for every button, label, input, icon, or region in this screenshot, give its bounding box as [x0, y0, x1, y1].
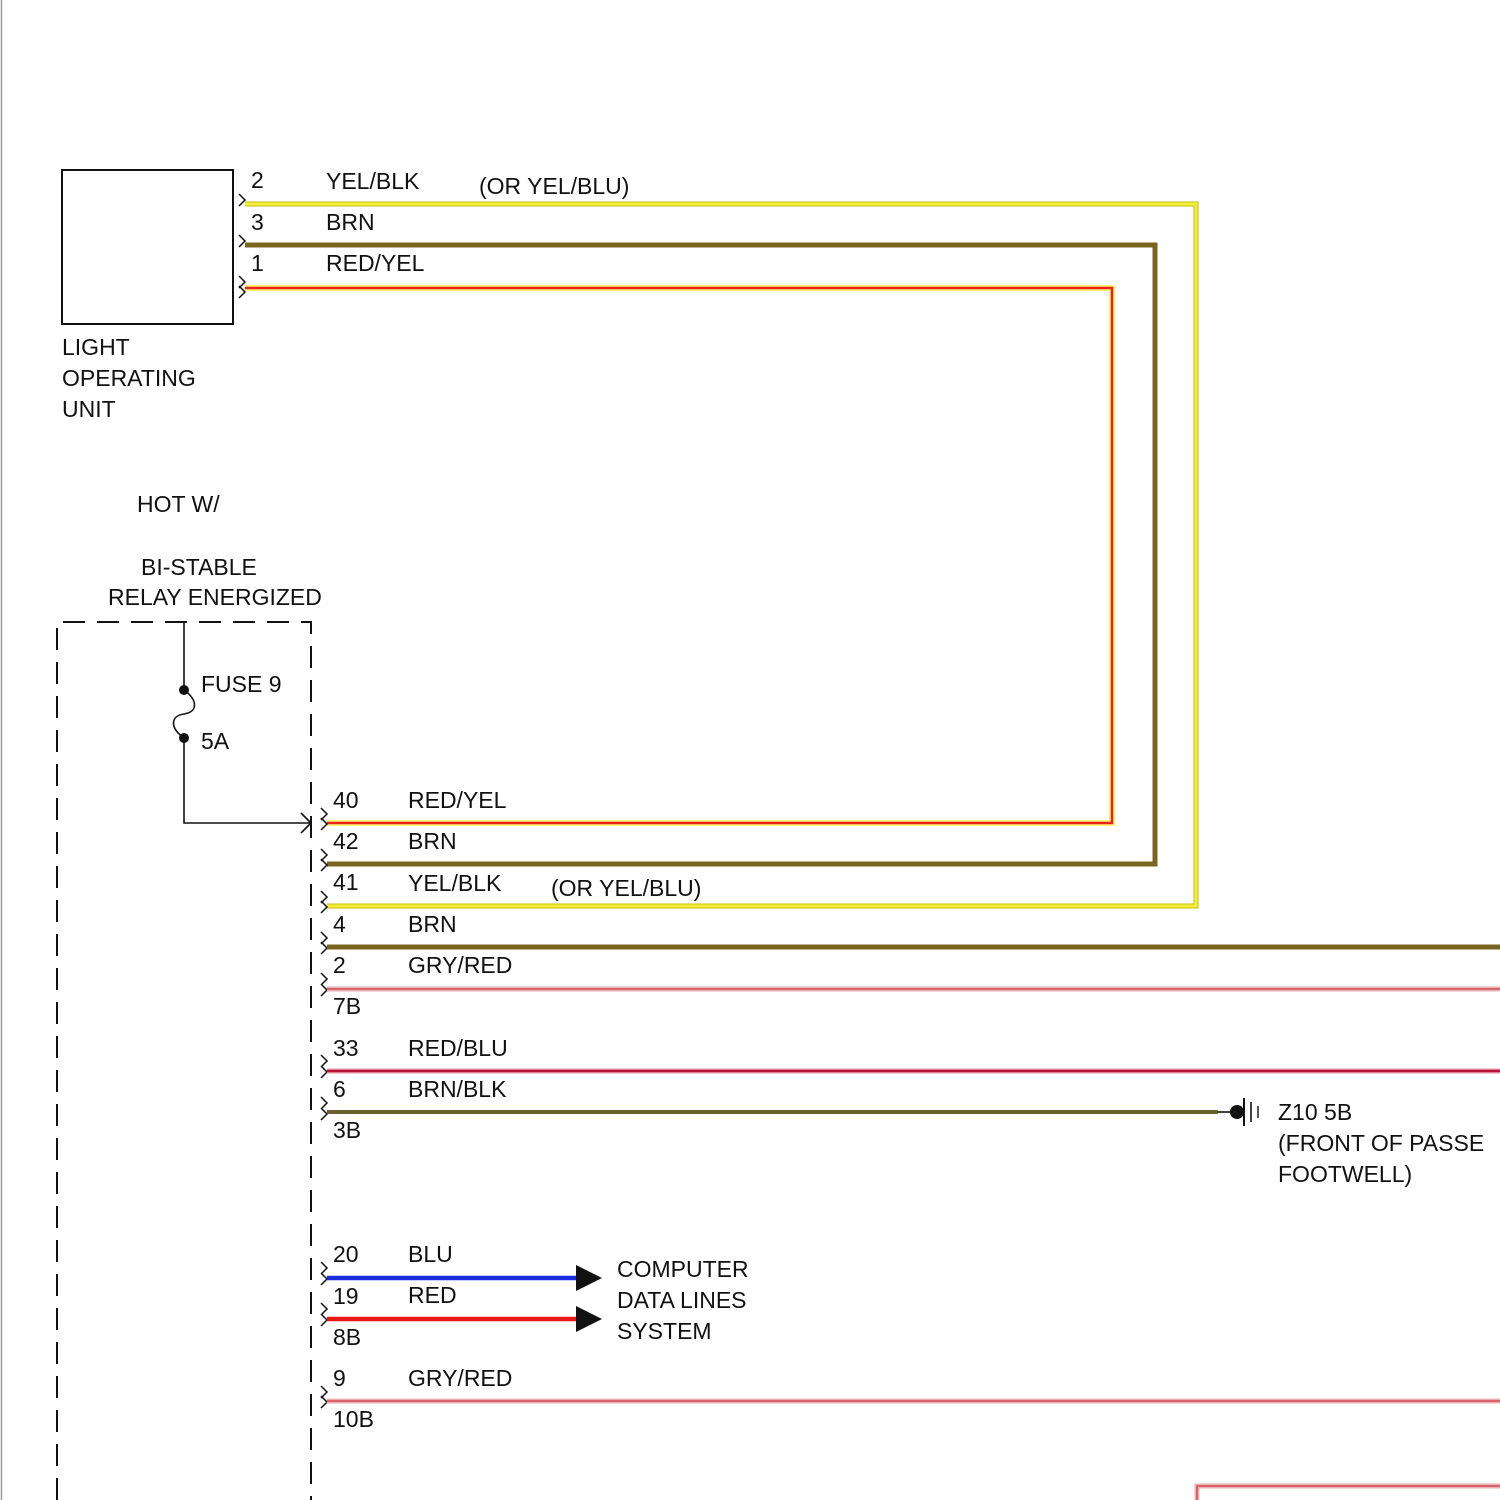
wire-color-code: RED: [408, 1282, 457, 1308]
connector-pin-bracket: [239, 194, 245, 298]
pin-number: 4: [333, 911, 346, 937]
wire-color-code: RED/YEL: [408, 787, 507, 813]
pin-number: 6: [333, 1076, 346, 1102]
data-line-arrow-icon: [576, 1265, 602, 1291]
ground-location-2: FOOTWELL): [1278, 1161, 1412, 1187]
wire-color-code: BRN: [326, 209, 375, 235]
pin-number: 1: [251, 250, 264, 276]
pin-number: 33: [333, 1035, 359, 1061]
wire-color-code: BRN: [408, 911, 457, 937]
ground-location-1: (FRONT OF PASSE: [1278, 1130, 1484, 1156]
connector-id: 3B: [333, 1117, 361, 1143]
light-operating-unit-label-2: OPERATING: [62, 365, 196, 391]
wire-partial-bottom-right: [1197, 1486, 1500, 1500]
computer-data-label-2: DATA LINES: [617, 1287, 747, 1313]
hot-note-line-2: BI-STABLE: [141, 554, 257, 580]
wire-red-yel-loop: [245, 288, 1112, 823]
hot-note-line-3: RELAY ENERGIZED: [108, 584, 322, 610]
wire-color-code: GRY/RED: [408, 1365, 512, 1391]
hot-note-line-1: HOT W/: [137, 491, 220, 517]
wire-color-code: RED/YEL: [326, 250, 425, 276]
wire-color-code: YEL/BLK: [326, 168, 420, 194]
wire-color-code: BLU: [408, 1241, 453, 1267]
pin-number: 20: [333, 1241, 359, 1267]
pin-number: 41: [333, 869, 359, 895]
pin-number: 42: [333, 828, 359, 854]
light-operating-unit-box: [62, 170, 233, 324]
computer-data-label-1: COMPUTER: [617, 1256, 749, 1282]
wire-color-code: BRN/BLK: [408, 1076, 507, 1102]
wire-color-code: GRY/RED: [408, 952, 512, 978]
connector-id: 7B: [333, 993, 361, 1019]
ground-id: Z10 5B: [1278, 1099, 1352, 1125]
module-pin-brackets: [321, 808, 327, 1408]
pin-number: 19: [333, 1283, 359, 1309]
computer-data-label-3: SYSTEM: [617, 1318, 712, 1344]
wire-brn-loop: [245, 245, 1155, 864]
wire-alt-color-note: (OR YEL/BLU): [479, 173, 629, 199]
wire-yel-blk-loop: [245, 204, 1196, 906]
connector-id: 8B: [333, 1324, 361, 1350]
pin-number: 2: [333, 952, 346, 978]
wire-alt-color-note: (OR YEL/BLU): [551, 875, 701, 901]
light-operating-unit-label-3: UNIT: [62, 396, 116, 422]
pin-number: 40: [333, 787, 359, 813]
ground-icon: [1218, 1098, 1258, 1126]
pin-number: 3: [251, 209, 264, 235]
light-operating-unit-label-1: LIGHT: [62, 334, 130, 360]
fuse-rating: 5A: [201, 728, 230, 754]
pin-number: 9: [333, 1365, 346, 1391]
wire-color-code: YEL/BLK: [408, 870, 502, 896]
connector-id: 10B: [333, 1406, 374, 1432]
fuse-symbol: [174, 690, 195, 738]
data-line-arrow-icon: [576, 1306, 602, 1332]
wire-color-code: BRN: [408, 828, 457, 854]
wire-red-yel-loop-core: [245, 288, 1112, 823]
wire-color-code: RED/BLU: [408, 1035, 508, 1061]
fuse-name: FUSE 9: [201, 671, 282, 697]
pin-number: 2: [251, 167, 264, 193]
wire-yel-blk-loop-fill: [245, 204, 1196, 906]
